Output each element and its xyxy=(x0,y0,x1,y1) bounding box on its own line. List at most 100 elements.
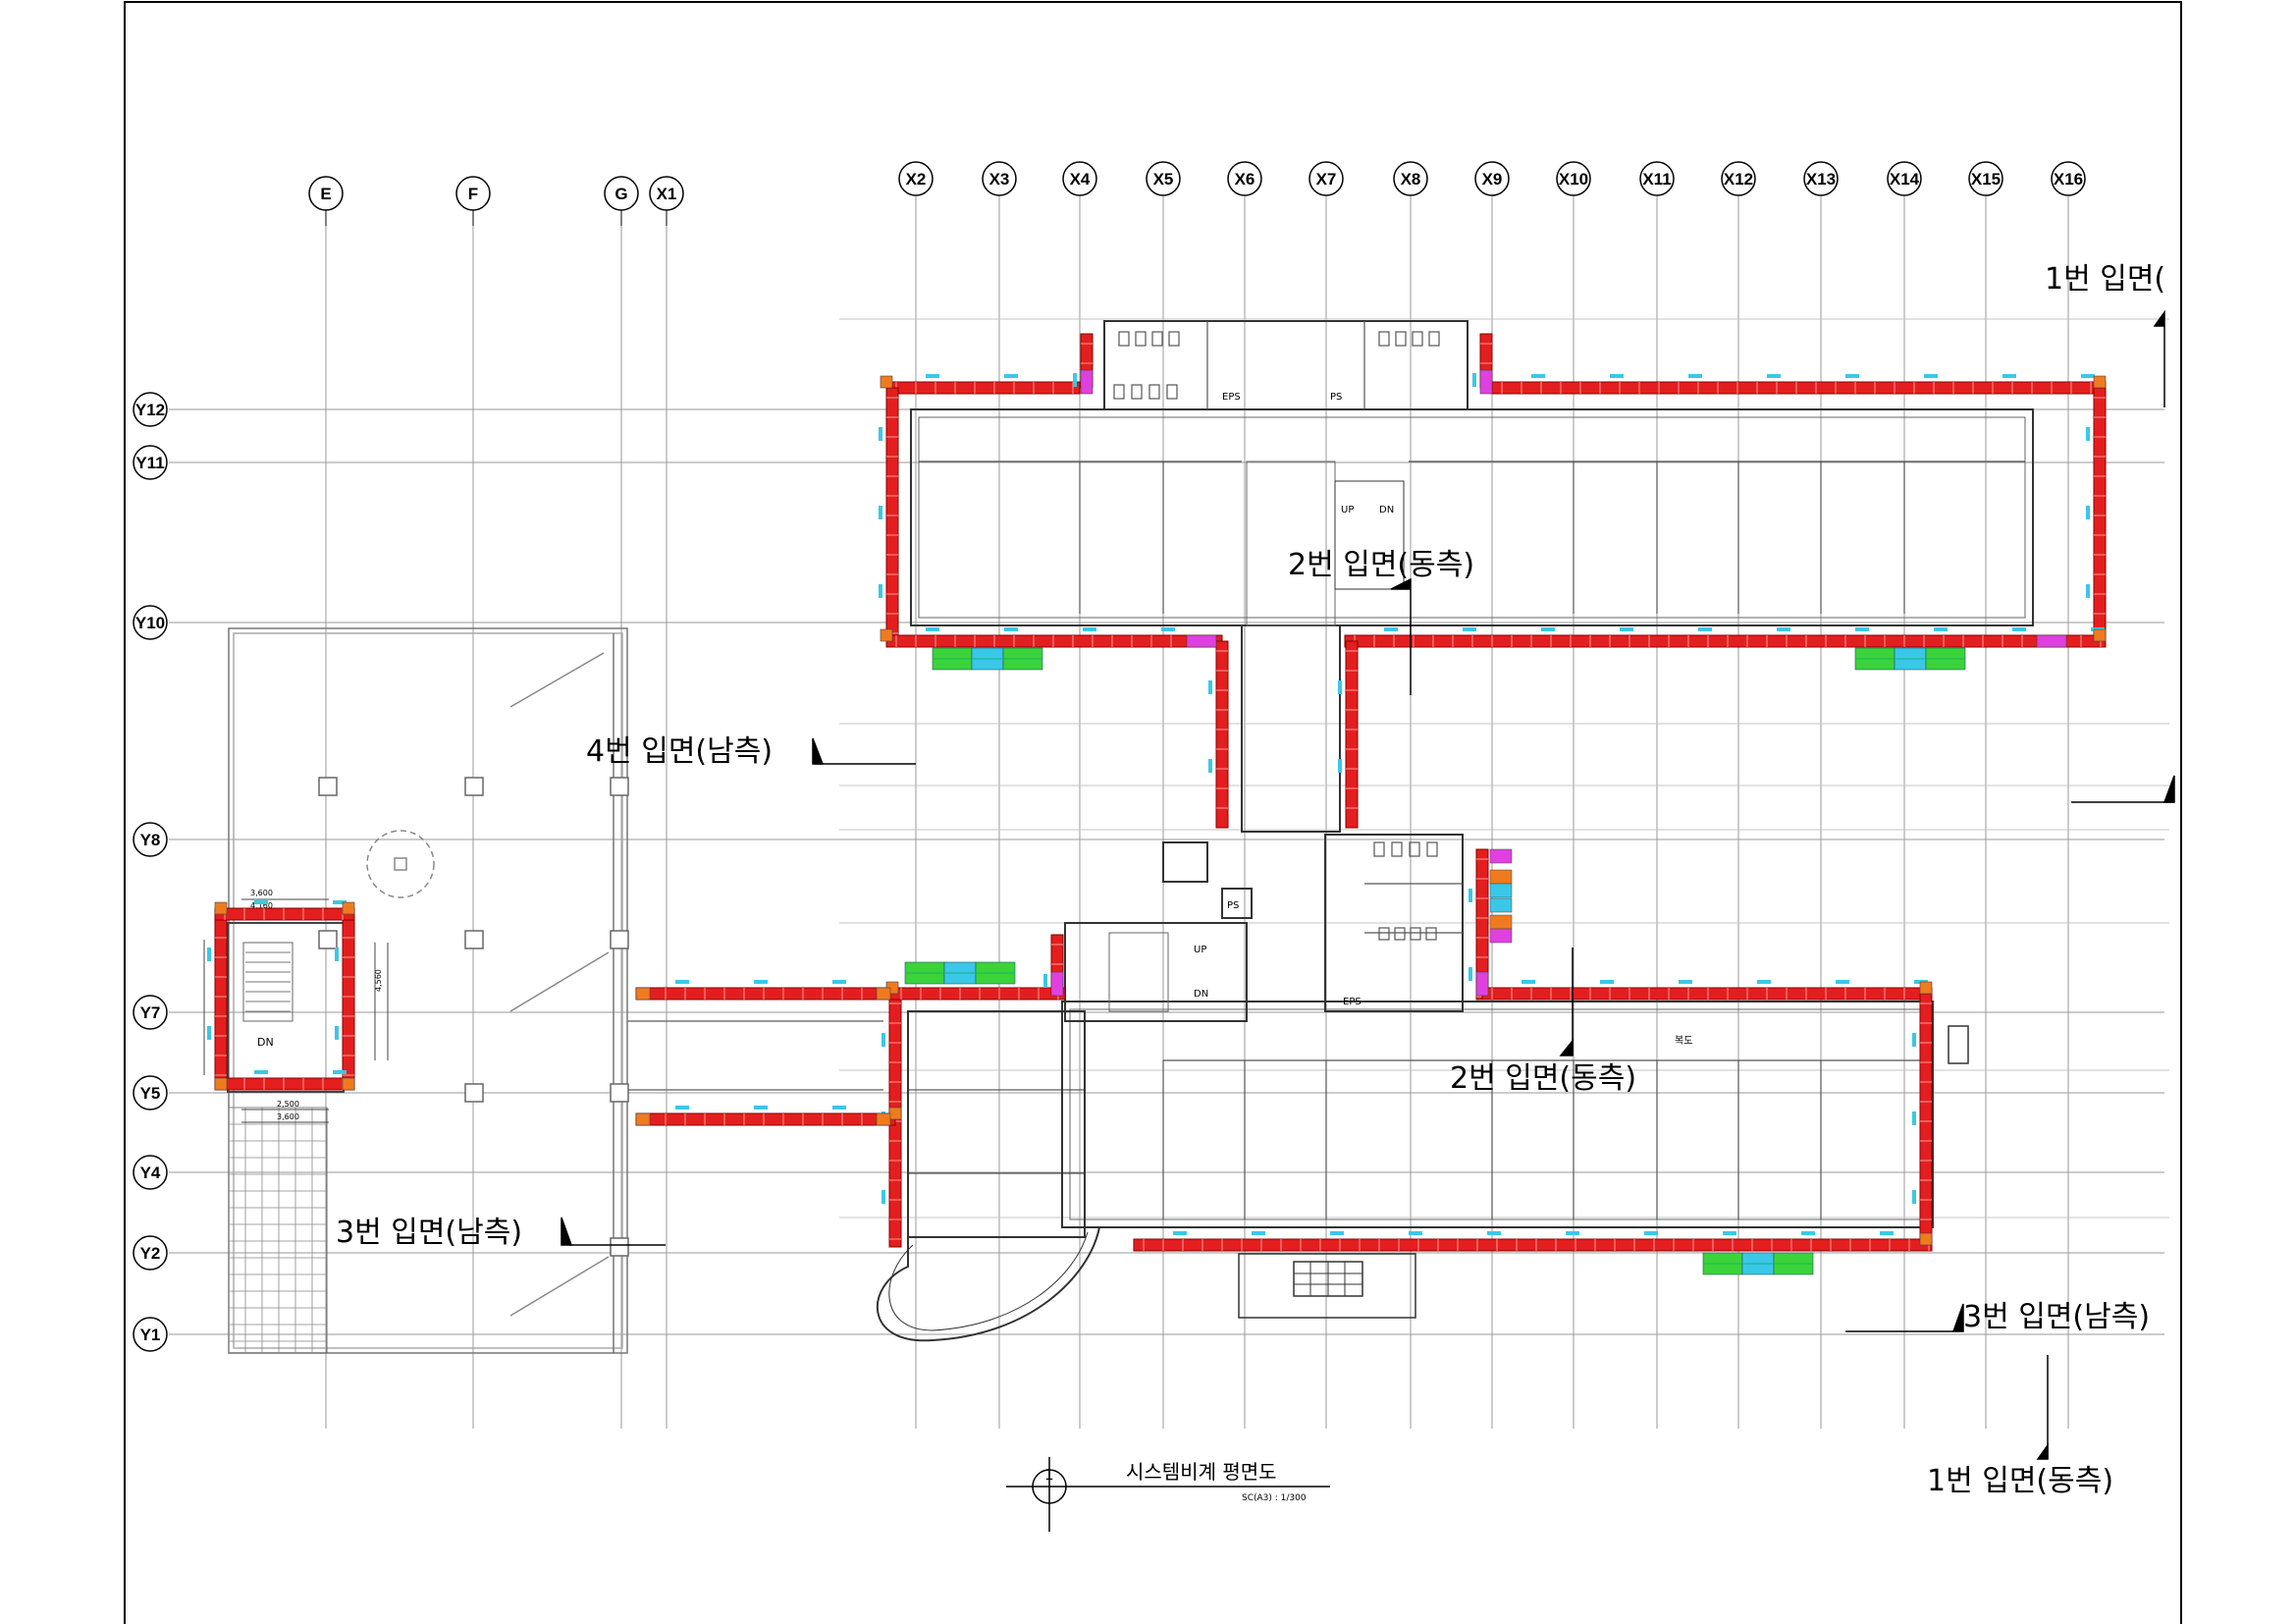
grid-bubble-y4: Y4 xyxy=(133,1155,168,1190)
scaffold-corner-6 xyxy=(1919,1232,1933,1246)
grid-bubble-y10-label: Y10 xyxy=(135,614,165,632)
scaffold-end-3 xyxy=(876,987,891,1001)
grid-bubble-e-label: E xyxy=(320,185,331,203)
grid-bubble-g: G xyxy=(604,176,639,211)
grid-bubble-y1-label: Y1 xyxy=(140,1326,161,1344)
scaffold-bridge-south xyxy=(635,1106,896,1126)
grid-bubble-x5-label: X5 xyxy=(1153,170,1174,189)
grid-bubble-y12: Y12 xyxy=(133,392,168,427)
grid-bubble-x3-label: X3 xyxy=(989,170,1010,189)
grid-bubble-x15-label: X15 xyxy=(1971,170,2001,189)
scaffold-connector-magenta-2 xyxy=(1479,369,1493,395)
grid-bubble-x2-label: X2 xyxy=(906,170,927,189)
grid-bubble-y1: Y1 xyxy=(133,1317,168,1352)
grid-bubble-y2: Y2 xyxy=(133,1235,168,1271)
scaffold-connector-magenta-5 xyxy=(1050,971,1064,997)
scaffold-lower-south xyxy=(1133,1231,1933,1252)
grid-bubble-y8-label: Y8 xyxy=(140,831,161,849)
scaffold-corner-7 xyxy=(888,1107,902,1120)
grid-bubble-x3: X3 xyxy=(982,161,1017,196)
grid-bubble-y10: Y10 xyxy=(133,605,168,640)
grid-bubble-x9: X9 xyxy=(1474,161,1510,196)
ps-label-1: PS xyxy=(1330,392,1342,403)
stair-tower: DN 3,600 4,160 2,500 3,600 4,560 xyxy=(203,889,389,1123)
elevation-3-right: 3번 입면(남측) xyxy=(1963,1300,2150,1334)
grid-bubble-x14-label: X14 xyxy=(1890,170,1920,189)
scaffold-lower-east xyxy=(1912,993,1933,1246)
scaffold-runs xyxy=(207,333,2107,1275)
scaffold-corner-8 xyxy=(214,901,228,915)
scaffold-stair-north xyxy=(214,900,355,921)
scaffold-upper-north-east xyxy=(1491,374,2107,395)
eps-label-1: EPS xyxy=(1222,392,1241,403)
scaffold-connector-magenta-1 xyxy=(1080,369,1094,395)
bay-cluster-upper-west xyxy=(932,647,1043,671)
grid-bubble-f-label: F xyxy=(468,185,478,203)
grid-bubble-x9-label: X9 xyxy=(1482,170,1503,189)
scaffold-lower-north-east xyxy=(1481,980,1933,1001)
grid-bubble-x6: X6 xyxy=(1227,161,1262,196)
scaffold-stair-west xyxy=(207,907,228,1091)
scaffold-end-2 xyxy=(635,1112,651,1126)
grid-bubble-g-label: G xyxy=(614,185,627,203)
scaffold-connector-east xyxy=(1338,640,1359,829)
grid-bubble-y5: Y5 xyxy=(133,1075,168,1110)
grid-bubble-x15: X15 xyxy=(1968,161,2003,196)
stair-dim-1: 3,600 xyxy=(250,889,273,897)
grid-bubble-x8: X8 xyxy=(1393,161,1428,196)
dn-label-1: DN xyxy=(1379,505,1394,515)
grid-bubble-x8-label: X8 xyxy=(1401,170,1421,189)
scaffold-corner-3 xyxy=(2093,628,2107,642)
scaffold-corner-10 xyxy=(214,1077,228,1091)
elevation-2-upper: 2번 입면(동측) xyxy=(1288,548,1474,582)
stair-dim-2: 4,160 xyxy=(250,901,273,910)
scaffold-connector-west xyxy=(1208,640,1229,829)
grid-bubble-x11: X11 xyxy=(1639,161,1675,196)
grid-bubble-y11: Y11 xyxy=(133,445,168,480)
title-text: 시스템비계 평면도 xyxy=(1126,1460,1277,1484)
left-structure xyxy=(228,627,883,1354)
scaffold-bridge-north xyxy=(635,980,1066,1001)
scaffold-corner-11 xyxy=(342,1077,355,1091)
grid-bubble-x13-label: X13 xyxy=(1806,170,1836,189)
bay-cluster-upper-east xyxy=(1854,647,1966,671)
room-labels: UP DN UP DN EPS PS PS EPS 복도 xyxy=(1194,392,1692,1047)
grid-bubble-x11-label: X11 xyxy=(1642,170,1671,189)
grid-bubble-x4: X4 xyxy=(1062,161,1097,196)
grid-bubble-x13: X13 xyxy=(1803,161,1839,196)
grid-bubble-y7-label: Y7 xyxy=(140,1003,161,1022)
scaffold-upper-east xyxy=(2086,387,2107,642)
up-label-2: UP xyxy=(1194,945,1206,955)
grid-bubble-x6-label: X6 xyxy=(1235,170,1255,189)
grid-bubble-x10: X10 xyxy=(1556,161,1591,196)
grid-bubble-x14: X14 xyxy=(1887,161,1922,196)
corridor-label: 복도 xyxy=(1675,1035,1692,1047)
bay-cluster-lower-south xyxy=(1702,1252,1814,1275)
stair-dn-label: DN xyxy=(257,1036,274,1049)
scaffold-stair-south xyxy=(214,1070,355,1091)
ps-label-2: PS xyxy=(1227,900,1239,911)
grid-bubble-y8: Y8 xyxy=(133,822,168,857)
title-block: 1 시스템비계 평면도 SC(A3) : 1/300 xyxy=(1006,1457,1330,1532)
grid-bubble-y11-label: Y11 xyxy=(135,454,164,472)
grid-bubble-x7: X7 xyxy=(1308,161,1344,196)
grid-bubble-x12-label: X12 xyxy=(1724,170,1753,189)
building-walls xyxy=(876,320,2034,1342)
up-label-1: UP xyxy=(1341,505,1354,515)
room-partitions xyxy=(919,321,2025,1219)
elevation-1-bottom: 1번 입면(동측) xyxy=(1927,1464,2113,1498)
scaffold-corner-5 xyxy=(1919,981,1933,995)
grid-bubble-e: E xyxy=(308,176,344,211)
grid-lines xyxy=(169,196,2169,1429)
grid-bubble-y4-label: Y4 xyxy=(140,1164,161,1182)
grid-bubble-y7: Y7 xyxy=(133,995,168,1030)
grid-bubble-x16: X16 xyxy=(2051,161,2086,196)
grid-bubble-x5: X5 xyxy=(1146,161,1181,196)
grid-bubble-f: F xyxy=(455,176,491,211)
elevation-2-lower: 2번 입면(동측) xyxy=(1450,1061,1636,1096)
scaffold-corner-1 xyxy=(2093,375,2107,389)
scaffold-upper-west xyxy=(879,387,899,642)
stair-dim-5: 4,560 xyxy=(374,969,383,992)
